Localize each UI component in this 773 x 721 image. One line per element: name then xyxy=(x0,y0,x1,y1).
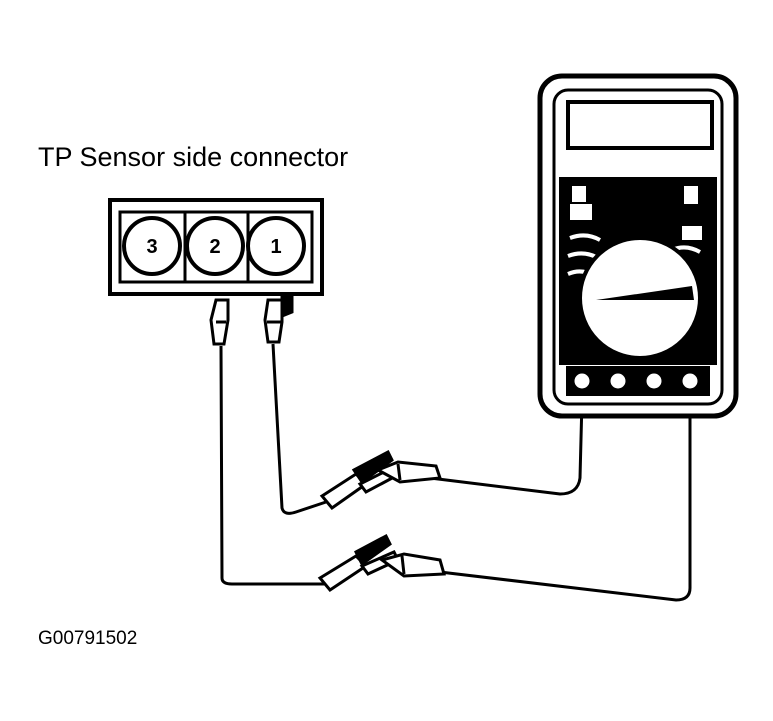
connector-pin-1: 1 xyxy=(246,216,306,276)
input-jack-3 xyxy=(643,370,665,392)
back-probe-pin-2 xyxy=(209,298,230,346)
tp-sensor-connector xyxy=(108,198,324,296)
alligator-clip-lower xyxy=(317,533,401,592)
multimeter xyxy=(537,73,739,419)
alligator-clip-upper xyxy=(319,449,398,511)
input-jack-4 xyxy=(679,370,701,392)
pin-label-1: 1 xyxy=(270,236,281,258)
pin-label-2: 2 xyxy=(209,236,220,258)
meter-lead-positive xyxy=(429,399,584,496)
input-jack-1 xyxy=(571,370,593,392)
multimeter-display xyxy=(566,100,714,150)
ground-wire xyxy=(219,345,330,586)
probe-tip-upper xyxy=(374,460,443,484)
diagram-title: TP Sensor side connector xyxy=(38,142,348,172)
pin-label-3: 3 xyxy=(146,236,157,258)
input-jacks xyxy=(571,370,701,392)
meter-lead-negative xyxy=(439,400,692,602)
signal-wire xyxy=(271,343,333,515)
dial-pointer xyxy=(596,286,694,300)
input-jack-2 xyxy=(607,370,629,392)
connector-pin-2: 2 xyxy=(185,216,245,276)
back-probe-pin-1 xyxy=(263,294,294,344)
probe-tip-lower xyxy=(378,552,446,578)
connector-pin-3: 3 xyxy=(122,216,182,276)
figure-code: G00791502 xyxy=(38,628,137,649)
